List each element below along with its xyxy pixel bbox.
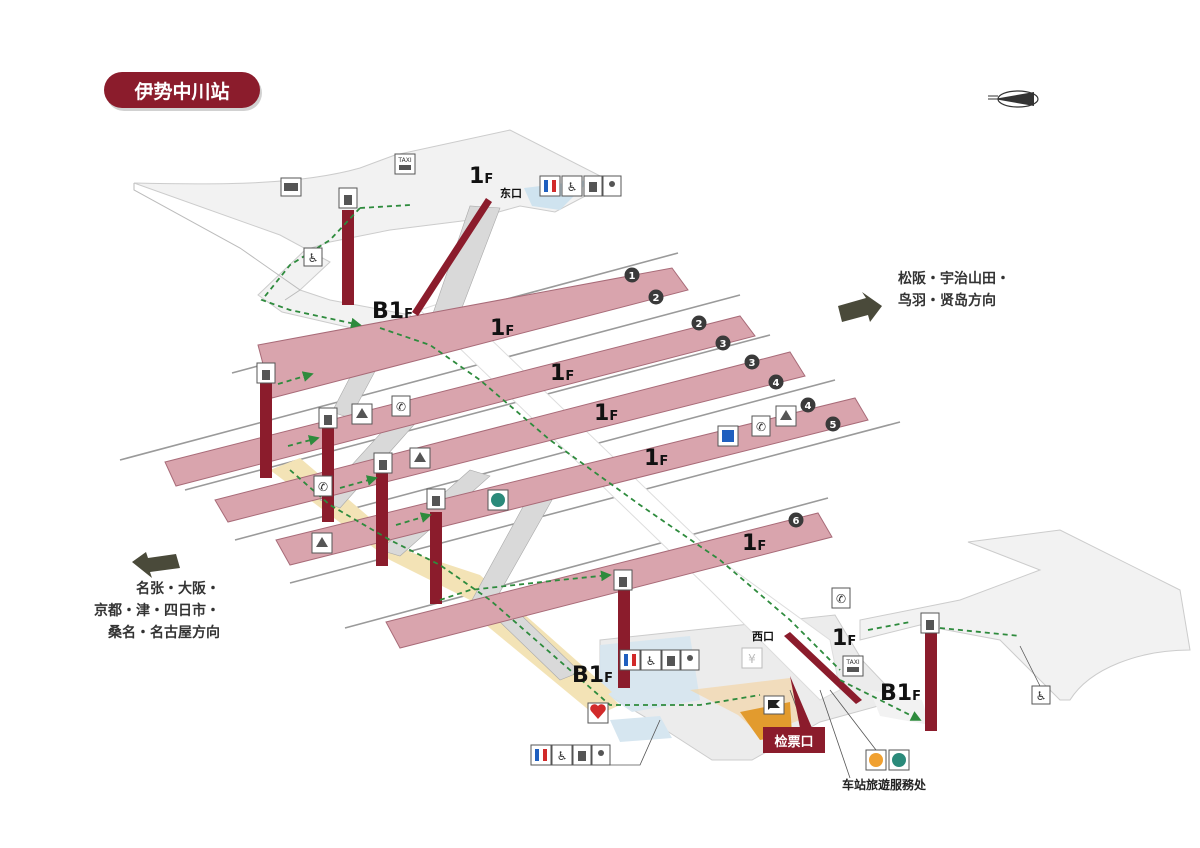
svg-text:✆: ✆ (836, 592, 846, 606)
west-direction-line-1: 名张・大阪・ (136, 581, 220, 597)
svg-text:♿: ♿ (567, 180, 578, 194)
smoking-area-icon (888, 749, 910, 771)
svg-text:1F: 1F (644, 446, 668, 471)
svg-text:♿: ♿ (646, 654, 657, 668)
waiting-room-icon (311, 532, 333, 554)
svg-text:✆: ✆ (318, 480, 328, 494)
east-exit-label: 东口 (500, 186, 522, 200)
accessible-toilet-icon: ♿ (640, 649, 662, 671)
ostomate-icon (583, 175, 603, 197)
floor-labels: 1F B1F 1F 1F 1F 1F 1F B1F 1F B1F 东口 西口 (372, 164, 921, 706)
svg-text:B1F: B1F (880, 681, 921, 706)
svg-text:1F: 1F (832, 626, 856, 651)
accessible-routes (260, 204, 1021, 720)
waiting-room-icon (775, 405, 797, 427)
east-direction-line-1: 松阪・宇治山田・ (898, 271, 1010, 287)
west-direction-arrow (132, 552, 180, 578)
svg-text:♿: ♿ (1036, 689, 1047, 703)
station-title: 伊势中川站 (104, 72, 260, 108)
baby-care-icon (602, 175, 622, 197)
north-arrow-icon (988, 90, 1039, 108)
west-direction-label: 名张・大阪・ 京都・津・四日市・ 桑名・名古屋方向 (80, 578, 220, 644)
ostomate-icon (572, 744, 592, 766)
phone-icon: ✆ (751, 415, 771, 437)
svg-text:¥: ¥ (748, 652, 756, 666)
svg-text:B1F: B1F (572, 663, 613, 688)
elevator-pillars (260, 198, 937, 731)
svg-text:3: 3 (749, 358, 756, 369)
elevator-icon (338, 187, 358, 209)
west-direction-line-3: 桑名・名古屋方向 (108, 625, 220, 641)
accessible-toilet-icon: ♿ (551, 744, 573, 766)
svg-text:✆: ✆ (756, 420, 766, 434)
svg-text:2: 2 (653, 293, 660, 304)
svg-text:2: 2 (696, 319, 703, 330)
svg-text:1F: 1F (742, 531, 766, 556)
svg-text:♿: ♿ (557, 749, 568, 763)
accessible-toilet-icon: ♿ (561, 175, 583, 197)
aed-icon (587, 702, 609, 724)
west-exit-label: 西口 (752, 630, 774, 643)
svg-text:1F: 1F (490, 316, 514, 341)
svg-text:TAXI: TAXI (845, 659, 859, 666)
phone-icon: ✆ (831, 587, 851, 609)
ticket-gate-label: 检票口 (763, 727, 825, 753)
ostomate-icon (661, 649, 681, 671)
svg-text:6: 6 (793, 516, 800, 527)
ticket-machine-icon: ¥ (741, 647, 763, 669)
phone-icon: ✆ (391, 395, 411, 417)
svg-text:1F: 1F (594, 401, 618, 426)
svg-text:1F: 1F (469, 164, 493, 189)
svg-text:3: 3 (720, 339, 727, 350)
east-direction-line-2: 鸟羽・贤岛方向 (898, 293, 996, 309)
tourist-service-label: 车站旅遊服務处 (842, 778, 927, 792)
platform-1-2 (257, 267, 689, 399)
wheelchair-icon: ♿ (303, 247, 323, 267)
svg-text:♿: ♿ (308, 251, 319, 265)
ticket-gate-pointer (790, 676, 812, 728)
svg-text:5: 5 (830, 420, 837, 431)
smoking-area-icon (487, 489, 509, 511)
shop-icon (717, 425, 739, 447)
svg-text:TAXI: TAXI (397, 157, 411, 164)
elevator-icon (613, 569, 633, 591)
svg-text:4: 4 (773, 378, 780, 389)
waiting-room-icon (351, 403, 373, 425)
svg-text:B1F: B1F (372, 299, 413, 324)
east-direction-arrow (838, 292, 882, 322)
platform-3-4 (214, 351, 806, 523)
elevator-icon (373, 452, 393, 474)
west-direction-line-2: 京都・津・四日市・ (94, 603, 220, 619)
facility-icons: TAXI ♿ ♿ ✆ ✆ ✆ ✆ ♿ ♿ ¥ TAXI ♿ (256, 153, 1051, 771)
svg-text:1F: 1F (550, 361, 574, 386)
elevator-icon (426, 488, 446, 510)
baby-care-icon (680, 649, 700, 671)
bus-icon (280, 177, 302, 197)
wheelchair-icon: ♿ (1031, 685, 1051, 705)
elevator-icon (256, 362, 276, 384)
east-direction-label: 松阪・宇治山田・ 鸟羽・贤岛方向 (898, 268, 1010, 312)
tourist-info-icon (865, 749, 887, 771)
restroom-icon (530, 744, 552, 766)
ticket-office-icon (763, 695, 785, 715)
phone-icon: ✆ (313, 475, 333, 497)
waiting-room-icon (409, 447, 431, 469)
restroom-icon (619, 649, 641, 671)
svg-text:4: 4 (805, 401, 812, 412)
svg-text:1: 1 (629, 271, 636, 282)
svg-text:✆: ✆ (396, 400, 406, 414)
taxi-icon: TAXI (394, 153, 416, 175)
taxi-icon: TAXI (842, 655, 864, 677)
elevator-icon (318, 407, 338, 429)
restroom-icon (539, 175, 561, 197)
elevator-icon (920, 612, 940, 634)
baby-care-icon (591, 744, 611, 766)
platform-numbers: 1 2 2 3 3 4 4 5 6 (624, 267, 841, 528)
